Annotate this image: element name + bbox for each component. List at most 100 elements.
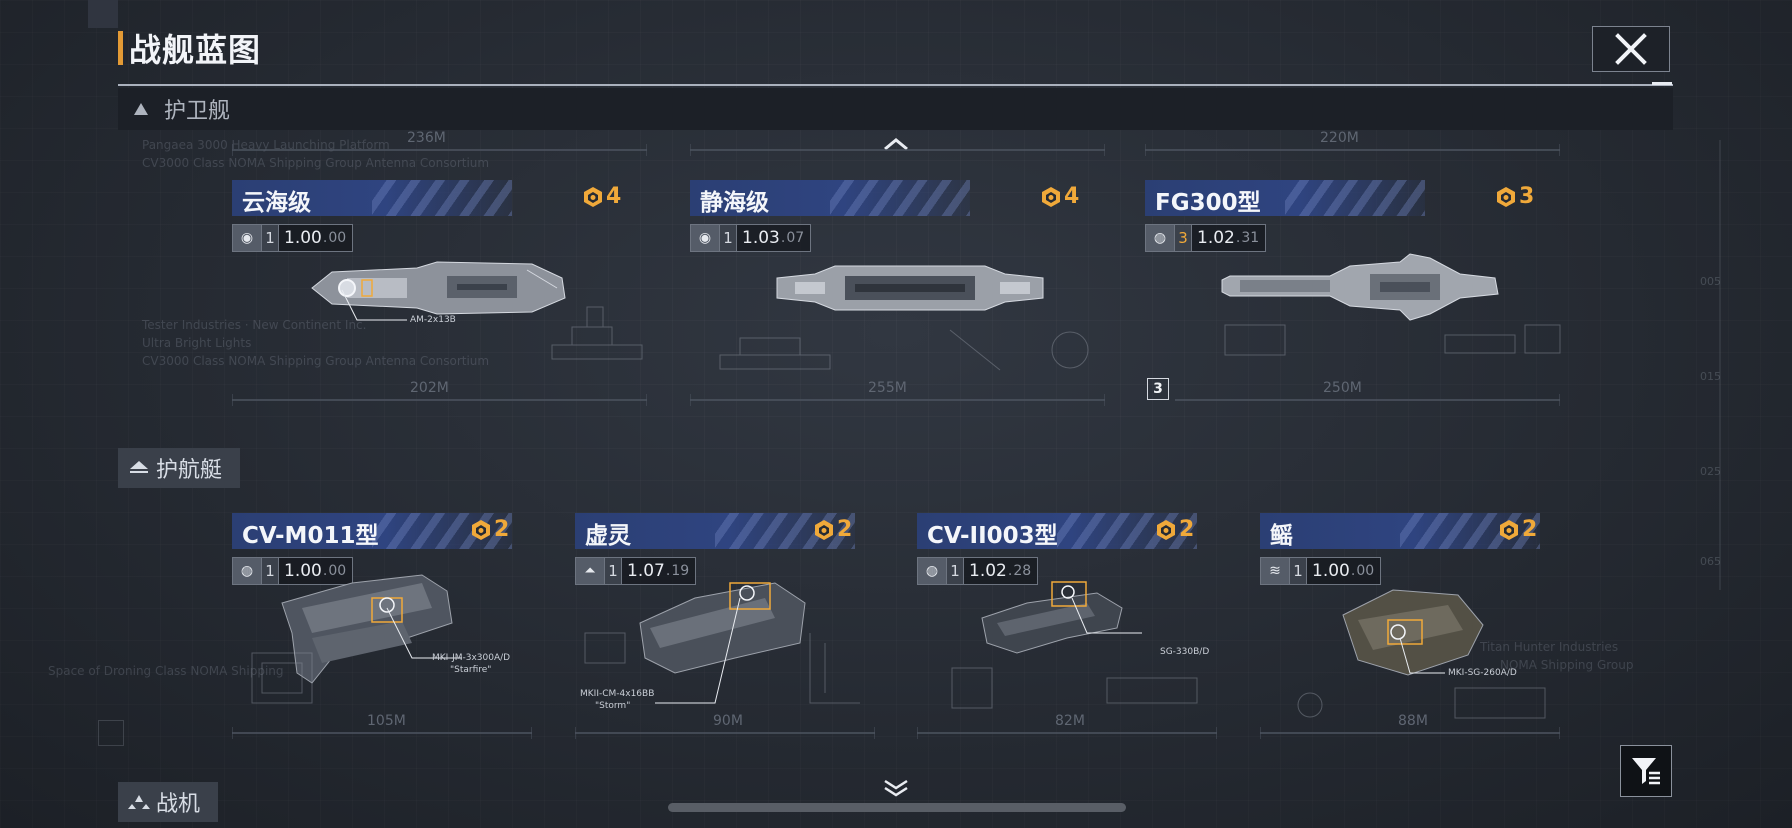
svg-text:005: 005 [1700, 275, 1721, 288]
ship-tier: 1 [261, 558, 279, 584]
blueprint-sketch [584, 632, 860, 704]
ship-image-yao [1342, 589, 1484, 676]
ship-rank-value: 4 [1064, 184, 1080, 209]
ship-card-yunhai[interactable]: 236M 云海级 4 ◉ 1 1.00.00 AM-2x13B 202M [232, 130, 652, 420]
top-scale-ruler [1145, 144, 1560, 156]
ship-rank: 2 [1498, 517, 1537, 542]
ship-count-badge: 3 [1147, 378, 1169, 400]
ship-card-jinghai[interactable]: 静海级 4 ◉ 1 1.03.07 255M [690, 144, 1110, 420]
top-scale-ruler [690, 144, 1105, 156]
ship-rank-value: 2 [837, 517, 853, 542]
ship-rank-value: 2 [494, 517, 510, 542]
background-text: CV3000 Class NOMA Shipping Group Antenna… [142, 354, 490, 368]
background-text: CV3000 Class NOMA Shipping Group Antenna… [142, 156, 490, 170]
background-text: Tester Industries · New Continent Inc. [142, 318, 367, 332]
ship-name-bar [1260, 513, 1540, 549]
platform-icon: ◉ [233, 225, 261, 251]
top-scale-ruler [232, 144, 647, 156]
ship-rank: 2 [470, 517, 509, 542]
scale-label: 82M [1055, 713, 1085, 729]
page-title: 战舰蓝图 [129, 31, 262, 69]
top-scale-label: 236M [407, 130, 446, 146]
section-header-frigate[interactable]: 护卫舰 [118, 88, 1673, 130]
blueprint-sketch [719, 329, 1089, 371]
side-ruler: 005 015 025 065 [1700, 140, 1721, 590]
part-label: SG-330B/D [1160, 647, 1210, 657]
close-button[interactable] [1592, 26, 1670, 72]
scale-label: 202M [410, 380, 449, 396]
brand-icon: ≋ [1261, 558, 1289, 584]
part-label: MKII-CM-4x16BB [580, 689, 655, 699]
ship-image-xuling [639, 582, 806, 674]
ship-stat-minor: 00 [328, 230, 347, 246]
ship-card-cv-ii003[interactable]: CV-II003型 2 ◍ 1 1.02.28 SG-330B/D 82M [917, 513, 1217, 753]
part-label: AM-2x13B [410, 315, 456, 325]
ship-rank: 4 [1040, 184, 1079, 209]
rank-emblem-icon [815, 519, 833, 540]
ship-stat-row: ≋ 1 1.00.00 [1260, 557, 1382, 585]
horizontal-scrollbar[interactable] [668, 803, 1126, 812]
triangle-up-icon [130, 98, 152, 120]
ship-stat-row: ◍ 1 1.00.00 [232, 557, 354, 585]
svg-text:025: 025 [1700, 465, 1721, 478]
ship-tier: 1 [261, 225, 279, 251]
ship-tier: 1 [946, 558, 964, 584]
rank-emblem-icon [472, 519, 490, 540]
escort-icon [130, 461, 148, 473]
blueprint-sketch [1224, 324, 1561, 356]
ship-name-bar [232, 513, 512, 549]
scale-ruler [232, 727, 532, 739]
part-callout-line [655, 597, 741, 704]
ship-tier: 1 [604, 558, 622, 584]
background-text: Space of Droning Class NOMA Shipping [48, 664, 284, 678]
ship-stat-major: 1.00 [1312, 561, 1350, 581]
ship-stat-major: 1.00 [284, 228, 322, 248]
scale-label: 90M [713, 713, 743, 729]
ship-stat-row: ◉ 1 1.00.00 [232, 224, 354, 252]
ship-tier: 1 [1289, 558, 1307, 584]
ship-rank: 2 [813, 517, 852, 542]
ship-stat-major: 1.02 [969, 561, 1007, 581]
ship-card-cv-m011[interactable]: CV-M011型 2 ◍ 1 1.00.00 MKI-JM-3x300A/D "… [232, 513, 532, 753]
ship-card-yao[interactable]: 鳐 2 ≋ 1 1.00.00 MKI-SG-260A/D 88M [1260, 513, 1560, 753]
part-callout-line [1071, 597, 1142, 634]
title-accent [118, 31, 123, 65]
section-label-fighter: 战机 [156, 792, 201, 817]
background-text: NOMA Shipping Group [1500, 658, 1634, 672]
ship-card-xuling[interactable]: 虚灵 2 ⏶ 1 1.07.19 MKII-CM-4x16BB "Storm" … [575, 513, 875, 753]
close-icon [1615, 33, 1647, 65]
ship-rank: 2 [1155, 517, 1194, 542]
scroll-down-button[interactable] [881, 778, 911, 798]
scale-label: 88M [1398, 713, 1428, 729]
rank-emblem-icon [584, 186, 602, 207]
ship-image-yunhai [311, 261, 566, 315]
rank-emblem-icon [1157, 519, 1175, 540]
section-header-fighter[interactable]: 战机 [118, 782, 218, 822]
ship-stat-minor: 28 [1013, 563, 1032, 579]
ship-stat-minor: 00 [1356, 563, 1375, 579]
section-header-escort[interactable]: 护航艇 [118, 448, 240, 488]
platform-icon: ◉ [691, 225, 719, 251]
rocket-icon: ⏶ [576, 558, 604, 584]
filter-button[interactable] [1620, 745, 1672, 797]
scroll-up-button[interactable] [881, 134, 911, 154]
ship-stat-major: 1.02 [1197, 228, 1235, 248]
ship-rank-value: 2 [1522, 517, 1538, 542]
scale-label: 255M [868, 380, 907, 396]
page-title-bar: 战舰蓝图 [118, 30, 261, 69]
ship-stat-row: ◍ 3 1.02.31 [1145, 224, 1267, 252]
ship-stat-major: 1.03 [742, 228, 780, 248]
ship-rank-value: 2 [1179, 517, 1195, 542]
ship-rank-value: 3 [1519, 184, 1535, 209]
ship-image-fg300 [1221, 253, 1499, 321]
ship-rank: 4 [582, 184, 621, 209]
section-label-escort: 护航艇 [156, 458, 223, 483]
ship-stat-major: 1.00 [284, 561, 322, 581]
blueprint-sketch [551, 306, 643, 360]
corner-decoration [88, 0, 118, 28]
part-label: MKI-SG-260A/D [1448, 668, 1517, 678]
ship-name-bar [232, 180, 512, 216]
ship-card-fg300[interactable]: 220M FG300型 3 ◍ 3 1.02.31 3 250M [1145, 130, 1565, 420]
scale-ruler [917, 727, 1217, 739]
